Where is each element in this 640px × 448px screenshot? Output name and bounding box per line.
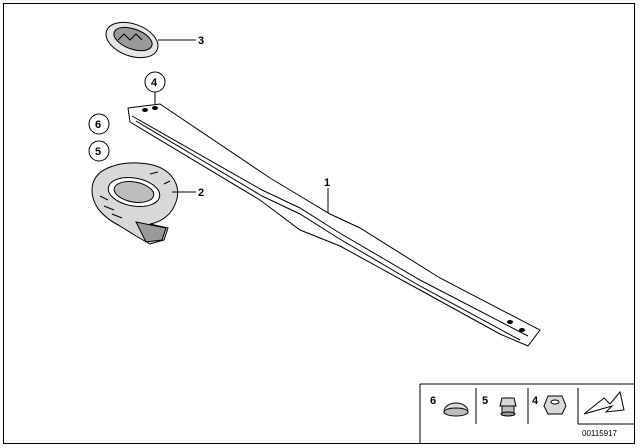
callout-4: 4: [151, 77, 158, 89]
callout-5: 5: [95, 146, 101, 158]
callout-6: 6: [95, 119, 101, 131]
arrow-icon: [583, 390, 625, 415]
part-3-emblem[interactable]: [101, 16, 163, 65]
legend-label-5: 5: [482, 395, 488, 407]
callout-5-circle: [88, 140, 110, 162]
callout-2: 2: [198, 187, 204, 199]
diagram-code: 00115917: [582, 429, 618, 438]
callout-3: 3: [198, 35, 204, 47]
callout-1: 1: [324, 177, 330, 189]
legend-part-5-screw[interactable]: [499, 397, 517, 417]
legend-part-4-nut[interactable]: [543, 395, 567, 415]
part-2-bracket[interactable]: [91, 162, 179, 245]
legend-label-6: 6: [430, 395, 436, 407]
legend-label-4: 4: [532, 395, 539, 407]
part-1-strap[interactable]: [127, 103, 541, 347]
legend-box: [419, 383, 635, 444]
callout-6-circle: [88, 113, 110, 135]
legend-part-6-cap[interactable]: [443, 402, 469, 417]
